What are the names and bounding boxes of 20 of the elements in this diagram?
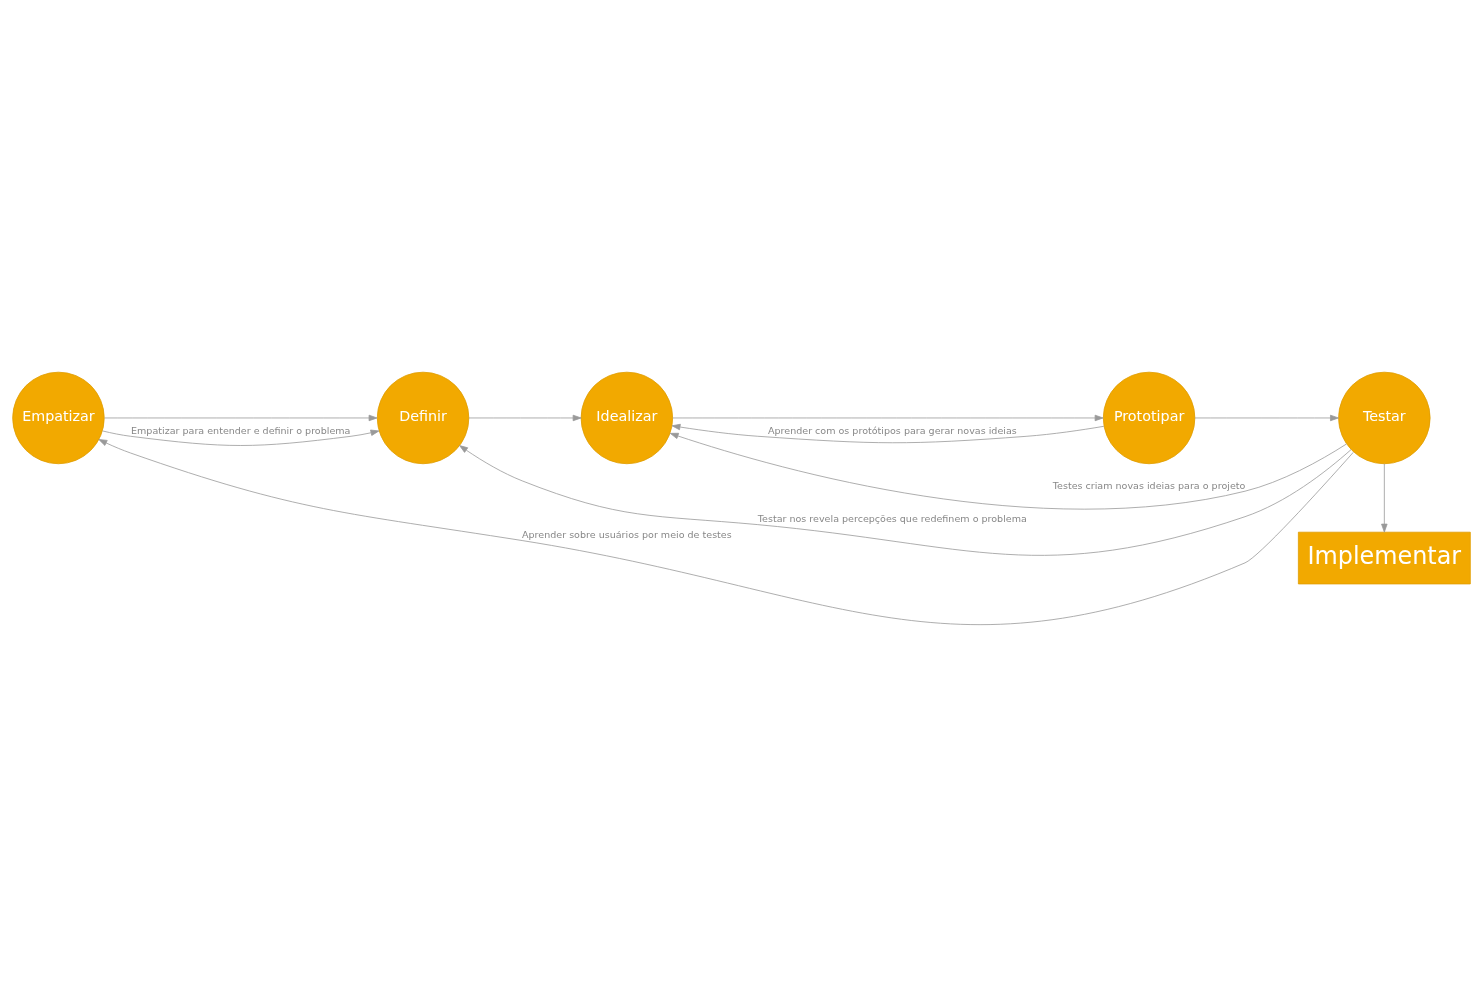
node-circle: Idealizar <box>580 371 674 465</box>
arrow <box>459 445 1352 556</box>
arrow <box>1381 463 1388 533</box>
arrow <box>468 414 582 422</box>
arrow <box>671 423 1105 444</box>
edge-label: Aprender sobre usuários por meio de testes <box>522 528 732 540</box>
node-box: Implementar <box>1297 531 1471 585</box>
edge-label: Testar nos revela percepções que redefinem o problema <box>757 512 1027 524</box>
arrow <box>98 439 1354 625</box>
arrow <box>104 414 378 422</box>
edge-label: Testes criam novas ideias para o projeto <box>1052 479 1246 491</box>
edge-label: Empatizar para entender e definir o problema <box>131 424 351 436</box>
arrow <box>1194 414 1339 422</box>
node-circle: Testar <box>1338 371 1431 465</box>
node-circle: Prototipar <box>1102 371 1196 465</box>
arrow <box>672 414 1104 422</box>
arrow <box>102 429 380 446</box>
node-circle: Empatizar <box>12 371 105 465</box>
arrow <box>669 432 1347 510</box>
edge-label: Aprender com os protótipos para gerar novas ideias <box>767 424 1017 436</box>
